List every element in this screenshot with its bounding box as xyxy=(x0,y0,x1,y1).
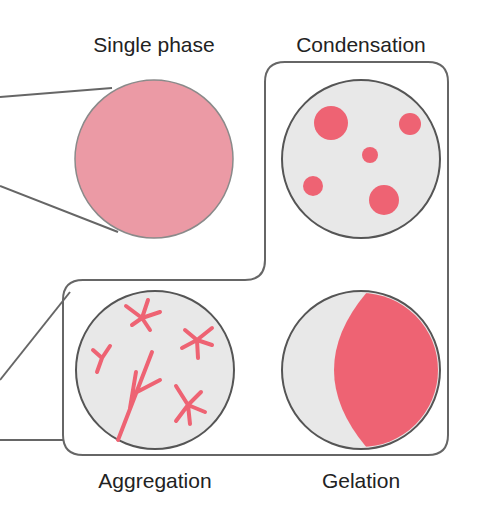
circle-outline xyxy=(282,80,440,238)
zoom-line xyxy=(0,439,63,441)
zoom-line xyxy=(0,88,112,97)
circle-shape xyxy=(59,30,249,242)
circle-outline xyxy=(76,291,234,449)
group-outline xyxy=(63,62,448,455)
circle-shape xyxy=(266,288,456,500)
state-label: Gelation xyxy=(266,466,456,496)
zoom-line xyxy=(0,292,70,380)
circle-shape xyxy=(266,30,456,242)
state-label: Single phase xyxy=(59,30,249,60)
phase-circle: Single phase xyxy=(59,30,249,242)
phase-circle: Aggregation xyxy=(60,288,250,500)
circle-shape xyxy=(60,288,250,500)
circle-outline xyxy=(282,291,440,449)
state-label: Condensation xyxy=(266,30,456,60)
state-label: Aggregation xyxy=(60,466,250,496)
phase-circle: Gelation xyxy=(266,288,456,500)
phase-circle: Condensation xyxy=(266,30,456,242)
circle-outline xyxy=(75,80,233,238)
